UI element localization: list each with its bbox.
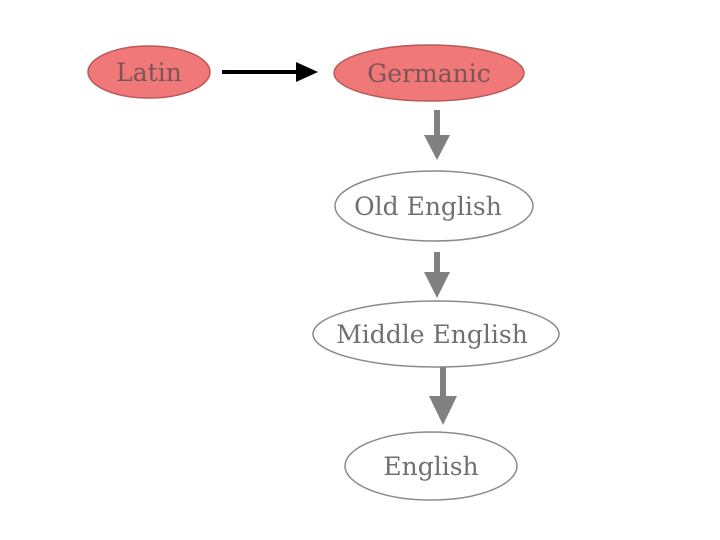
node-germanic-shape xyxy=(333,44,525,102)
node-english-label: English xyxy=(383,452,478,481)
node-latin-label: Latin xyxy=(116,58,182,87)
node-english: English xyxy=(344,431,518,501)
edge-middle-english-english xyxy=(429,358,457,425)
node-latin: Latin xyxy=(87,45,211,99)
node-old-english-label: Old English xyxy=(354,192,502,221)
edge-germanic-old-english xyxy=(424,110,450,160)
node-germanic-label: Germanic xyxy=(367,59,490,88)
edge-old-english-middle-english xyxy=(424,252,450,298)
node-english-shape xyxy=(344,431,518,501)
node-old-english: Old English xyxy=(334,170,534,242)
node-latin-shape xyxy=(87,45,211,99)
node-middle-english-shape xyxy=(312,300,560,368)
node-old-english-shape xyxy=(334,170,534,242)
node-germanic: Germanic xyxy=(333,44,525,102)
edge-latin-germanic xyxy=(222,62,318,82)
node-middle-english: Middle English xyxy=(312,300,560,368)
node-middle-english-label: Middle English xyxy=(336,320,528,349)
